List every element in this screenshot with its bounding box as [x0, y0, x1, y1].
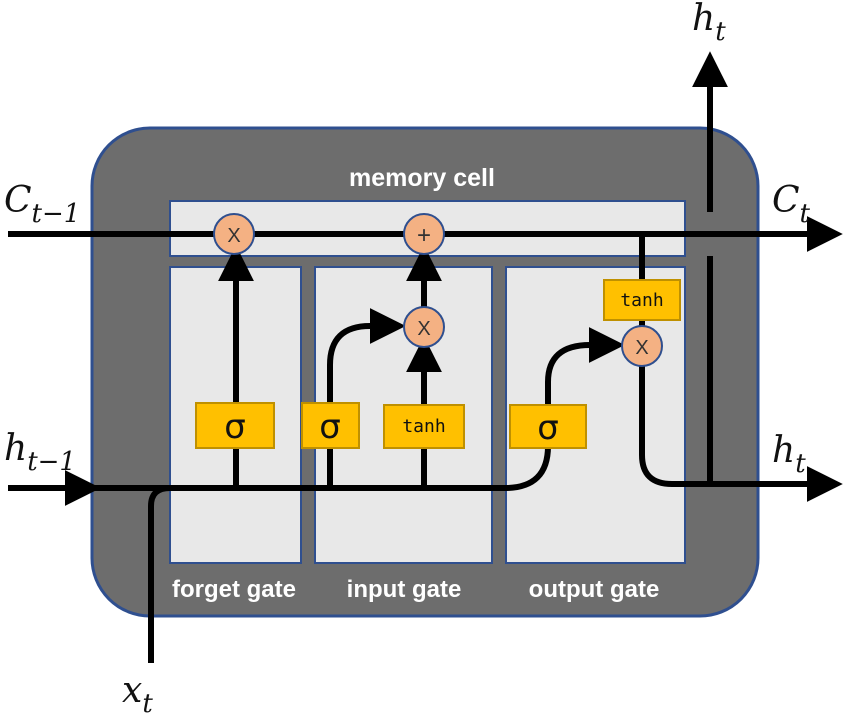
h-prev-symbol: h: [4, 428, 27, 469]
h-out-top-subscript: t: [715, 17, 726, 47]
output-sigma-box: σ: [509, 404, 587, 449]
cell-tanh-symbol: tanh: [620, 290, 663, 311]
input-sigma-path: [327, 308, 406, 488]
output-sigma-symbol: σ: [537, 408, 559, 448]
h-out-right-subscript: t: [795, 449, 806, 479]
x-in-label: xt: [122, 670, 153, 719]
c-next-subscript: t: [800, 199, 811, 229]
x-in-symbol: x: [122, 670, 142, 711]
output-sigma-path: [545, 327, 625, 420]
h-out-top-label: ht: [692, 0, 726, 47]
x-input-line: [148, 485, 171, 663]
input-multiply-node: X: [403, 306, 445, 348]
forget-multiply-symbol: X: [227, 225, 240, 247]
c-next-label: Ct: [772, 180, 811, 229]
h-prev-label: ht−1: [4, 428, 76, 477]
cell-tanh-box: tanh: [603, 279, 681, 321]
h-prev-subscript: t−1: [27, 447, 76, 477]
h-out-right-label: ht: [772, 430, 806, 479]
forget-gate-label: forget gate: [172, 576, 296, 603]
h-out-right-symbol: h: [772, 430, 795, 471]
input-sigma-box: σ: [301, 402, 360, 449]
x-in-subscript: t: [142, 689, 153, 719]
output-multiply-symbol: X: [635, 337, 648, 359]
forget-sigma-symbol: σ: [224, 407, 246, 447]
output-multiply-node: X: [621, 325, 663, 367]
h-out-top-symbol: h: [692, 0, 715, 39]
c-prev-subscript: t−1: [32, 199, 81, 229]
input-gate-label: input gate: [347, 576, 462, 603]
forget-multiply-node: X: [213, 213, 255, 255]
input-tanh-symbol: tanh: [402, 416, 445, 437]
input-tanh-box: tanh: [383, 404, 465, 449]
output-hidden-path: [639, 362, 843, 502]
input-sigma-symbol: σ: [319, 407, 341, 447]
c-prev-symbol: C: [4, 180, 32, 221]
output-gate-label: output gate: [529, 576, 660, 603]
cell-add-symbol: +: [417, 222, 431, 249]
c-prev-label: Ct−1: [4, 180, 80, 229]
c-next-symbol: C: [772, 180, 800, 221]
forget-sigma-box: σ: [195, 402, 275, 449]
memory-cell-label: memory cell: [349, 164, 495, 192]
cell-add-node: +: [403, 213, 445, 255]
input-multiply-symbol: X: [417, 318, 430, 340]
